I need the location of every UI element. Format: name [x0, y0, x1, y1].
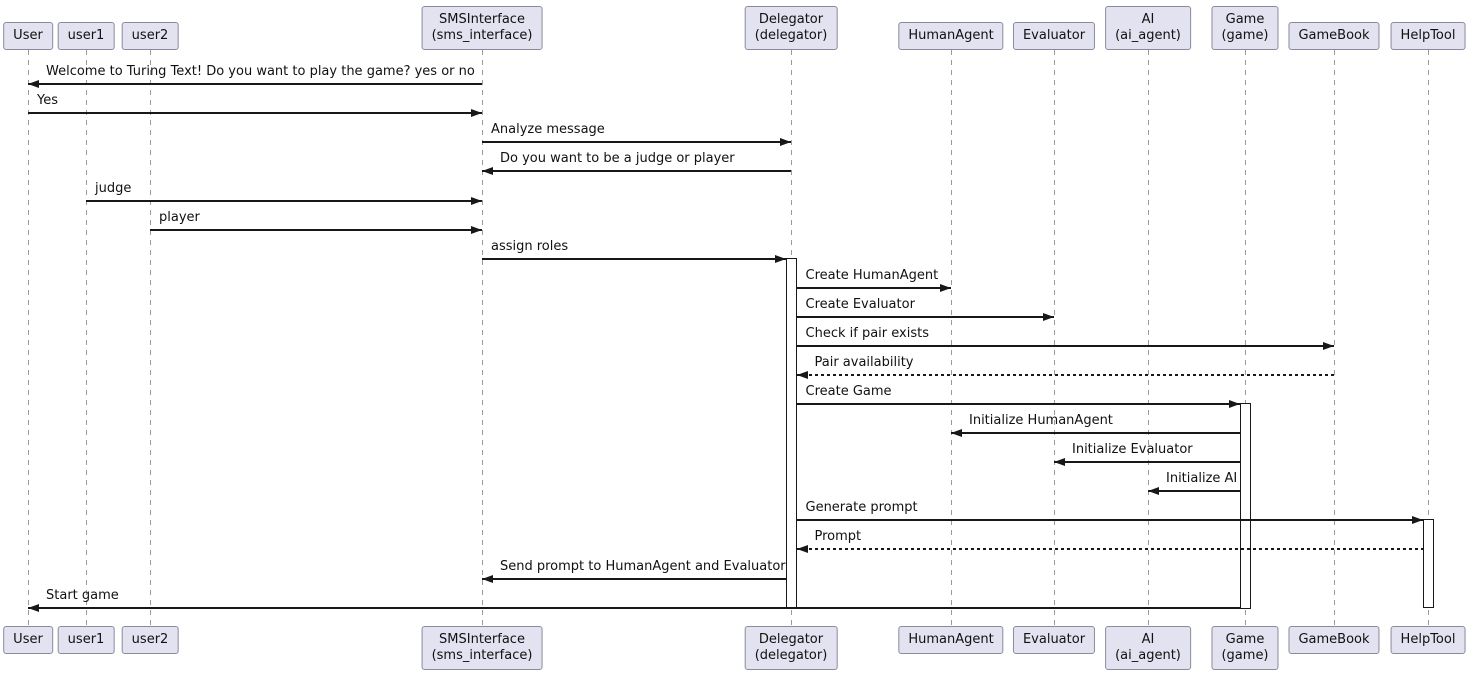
participant-box-foot-delegator: Delegator (delegator)	[744, 626, 838, 670]
message-label: Pair availability	[814, 355, 914, 370]
message-line	[482, 170, 791, 172]
arrowhead-icon	[1411, 516, 1423, 524]
lifeline-ai	[1148, 50, 1149, 626]
lifeline-user	[28, 50, 29, 626]
message-line	[86, 200, 482, 202]
arrowhead-icon	[780, 138, 791, 146]
participant-box-foot-helptool: HelpTool	[1390, 626, 1466, 654]
participant-box-foot-evaluator: Evaluator	[1012, 626, 1096, 654]
message-label: Start game	[46, 588, 119, 603]
message-label: Initialize HumanAgent	[969, 413, 1113, 428]
participant-box-foot-ai: AI (ai_agent)	[1105, 626, 1191, 670]
message-line	[796, 316, 1054, 318]
participant-box-head-game: Game (game)	[1211, 6, 1279, 50]
arrowhead-icon	[1228, 400, 1240, 408]
participant-box-head-gamebook: GameBook	[1288, 22, 1380, 50]
arrowhead-icon	[796, 371, 808, 379]
participant-box-foot-sms: SMSInterface (sms_interface)	[421, 626, 543, 670]
message-label: judge	[95, 181, 132, 196]
message-label: Create HumanAgent	[805, 268, 939, 283]
activation-bar-game	[1239, 403, 1251, 609]
message-label: Check if pair exists	[805, 326, 929, 341]
lifeline-helptool	[1428, 50, 1429, 626]
arrowhead-icon	[1323, 342, 1334, 350]
message-line	[796, 548, 1423, 550]
message-label: Create Evaluator	[805, 297, 915, 312]
lifeline-user2	[150, 50, 151, 626]
participant-box-head-user2: user2	[121, 22, 179, 50]
message-label: Generate prompt	[805, 500, 918, 515]
lifeline-humanagent	[951, 50, 952, 626]
participant-box-foot-user2: user2	[121, 626, 179, 654]
message-line	[482, 141, 791, 143]
message-line	[28, 112, 482, 114]
participant-box-head-sms: SMSInterface (sms_interface)	[421, 6, 543, 50]
arrowhead-icon	[482, 167, 493, 175]
lifeline-user1	[86, 50, 87, 626]
arrowhead-icon	[796, 545, 808, 553]
arrowhead-icon	[471, 226, 482, 234]
message-label: Analyze message	[491, 122, 605, 137]
message-label: Yes	[37, 93, 58, 108]
message-line	[1054, 461, 1240, 463]
participant-box-head-user1: user1	[57, 22, 115, 50]
arrowhead-icon	[951, 429, 962, 437]
message-label: Do you want to be a judge or player	[500, 151, 735, 166]
message-line	[482, 578, 786, 580]
message-label: Initialize AI	[1166, 471, 1238, 486]
participant-box-head-delegator: Delegator (delegator)	[744, 6, 838, 50]
arrowhead-icon	[471, 109, 482, 117]
arrowhead-icon	[28, 604, 39, 612]
arrowhead-icon	[1054, 458, 1065, 466]
message-label: assign roles	[491, 239, 569, 254]
lifeline-sms	[482, 50, 483, 626]
participant-box-foot-humanagent: HumanAgent	[898, 626, 1004, 654]
arrowhead-icon	[940, 284, 951, 292]
activation-bar-delegator	[785, 258, 797, 608]
message-label: Welcome to Turing Text! Do you want to p…	[46, 64, 475, 79]
lifeline-gamebook	[1334, 50, 1335, 626]
message-line	[796, 374, 1334, 376]
message-label: Create Game	[805, 384, 892, 399]
participant-box-foot-game: Game (game)	[1211, 626, 1279, 670]
arrowhead-icon	[1043, 313, 1054, 321]
message-label: player	[159, 210, 200, 225]
message-label: Send prompt to HumanAgent and Evaluator	[500, 559, 786, 574]
arrowhead-icon	[28, 80, 39, 88]
participant-box-foot-gamebook: GameBook	[1288, 626, 1380, 654]
message-label: Prompt	[814, 529, 862, 544]
arrowhead-icon	[1148, 487, 1159, 495]
participant-box-head-user: User	[3, 22, 53, 50]
participant-box-head-ai: AI (ai_agent)	[1105, 6, 1191, 50]
participant-box-head-humanagent: HumanAgent	[898, 22, 1004, 50]
participant-box-foot-user1: user1	[57, 626, 115, 654]
activation-bar-helptool	[1422, 519, 1434, 608]
arrowhead-icon	[482, 575, 493, 583]
arrowhead-icon	[774, 255, 786, 263]
lifeline-evaluator	[1054, 50, 1055, 626]
message-line	[796, 519, 1423, 521]
message-line	[150, 229, 482, 231]
message-line	[28, 83, 482, 85]
participant-box-head-helptool: HelpTool	[1390, 22, 1466, 50]
message-line	[482, 258, 786, 260]
message-line	[796, 403, 1240, 405]
message-line	[951, 432, 1240, 434]
lifeline-game	[1245, 50, 1246, 626]
arrowhead-icon	[471, 197, 482, 205]
message-line	[1148, 490, 1240, 492]
participant-box-head-evaluator: Evaluator	[1012, 22, 1096, 50]
participant-box-foot-user: User	[3, 626, 53, 654]
message-line	[28, 607, 1240, 609]
message-line	[796, 345, 1334, 347]
message-line	[796, 287, 951, 289]
message-label: Initialize Evaluator	[1072, 442, 1193, 457]
